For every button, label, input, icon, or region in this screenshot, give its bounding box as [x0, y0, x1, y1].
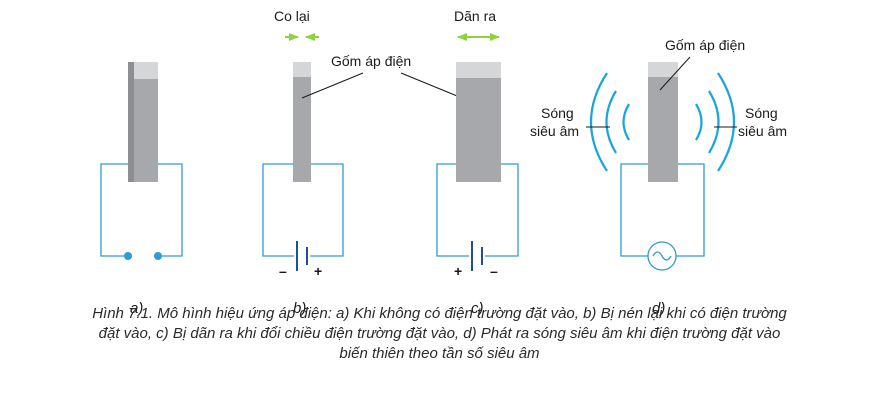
panel-label-d: d) — [652, 300, 665, 317]
wave-left-inner — [622, 103, 630, 141]
open-terminal-left-a — [124, 252, 132, 260]
wave-right-middle — [708, 90, 720, 154]
crystal-top-d — [648, 62, 678, 77]
panel-label-b: b) — [293, 300, 306, 317]
label-wave-left-line1: Sóng — [541, 105, 574, 121]
label-wave-right-line1: Sóng — [745, 105, 778, 121]
caption-line-1: Hình 7.1. Mô hình hiệu ứng áp điện: a) K… — [92, 305, 787, 322]
leader-line-c — [400, 72, 463, 99]
battery-minus-b: – — [279, 263, 287, 279]
piezo-crystal-c — [456, 62, 501, 182]
battery-plus-b: + — [314, 263, 322, 279]
leader-line-d — [659, 56, 691, 91]
piezo-crystal-d — [648, 62, 678, 182]
piezo-crystal-b — [293, 62, 311, 182]
wire-gap-a — [130, 252, 155, 260]
ac-sine-icon — [652, 251, 672, 261]
label-contract: Co lại — [274, 8, 310, 24]
label-ceramic-d: Gốm áp điện — [665, 37, 745, 53]
caption-line-2: đặt vào, c) Bị dãn ra khi đổi chiều điện… — [98, 325, 781, 342]
panel-label-a: a) — [130, 300, 143, 317]
label-ceramic-bc: Gốm áp điện — [331, 53, 411, 69]
crystal-edge-a — [128, 62, 134, 182]
panel-c: + – Dãn ra c) — [436, 8, 519, 317]
label-wave-left-line2: siêu âm — [530, 123, 579, 139]
crystal-top-c — [456, 62, 501, 78]
battery-plus-c: + — [454, 263, 462, 279]
wave-right-outer — [717, 72, 735, 172]
battery-minus-c: – — [490, 263, 498, 279]
ceramic-label-group-bc: Gốm áp điện — [301, 53, 463, 99]
wave-right-inner — [695, 103, 703, 141]
wave-left-outer — [590, 72, 608, 172]
figure-caption: Hình 7.1. Mô hình hiệu ứng áp điện: a) K… — [0, 304, 879, 364]
panel-a: a) — [100, 62, 183, 317]
panel-label-c: c) — [471, 300, 484, 317]
open-terminal-right-a — [154, 252, 162, 260]
caption-line-3: biến thiên theo tần số siêu âm — [339, 345, 540, 362]
crystal-top-b — [293, 62, 311, 77]
panel-d: Gốm áp điện Sóng siêu âm Sóng siêu âm d) — [530, 37, 787, 317]
panel-b: – + Co lại b) — [262, 8, 344, 317]
wave-left-middle — [605, 90, 617, 154]
label-expand: Dãn ra — [454, 8, 496, 24]
label-wave-right-line2: siêu âm — [738, 123, 787, 139]
crystal-top-a — [134, 62, 158, 79]
leader-line-b — [301, 72, 364, 99]
